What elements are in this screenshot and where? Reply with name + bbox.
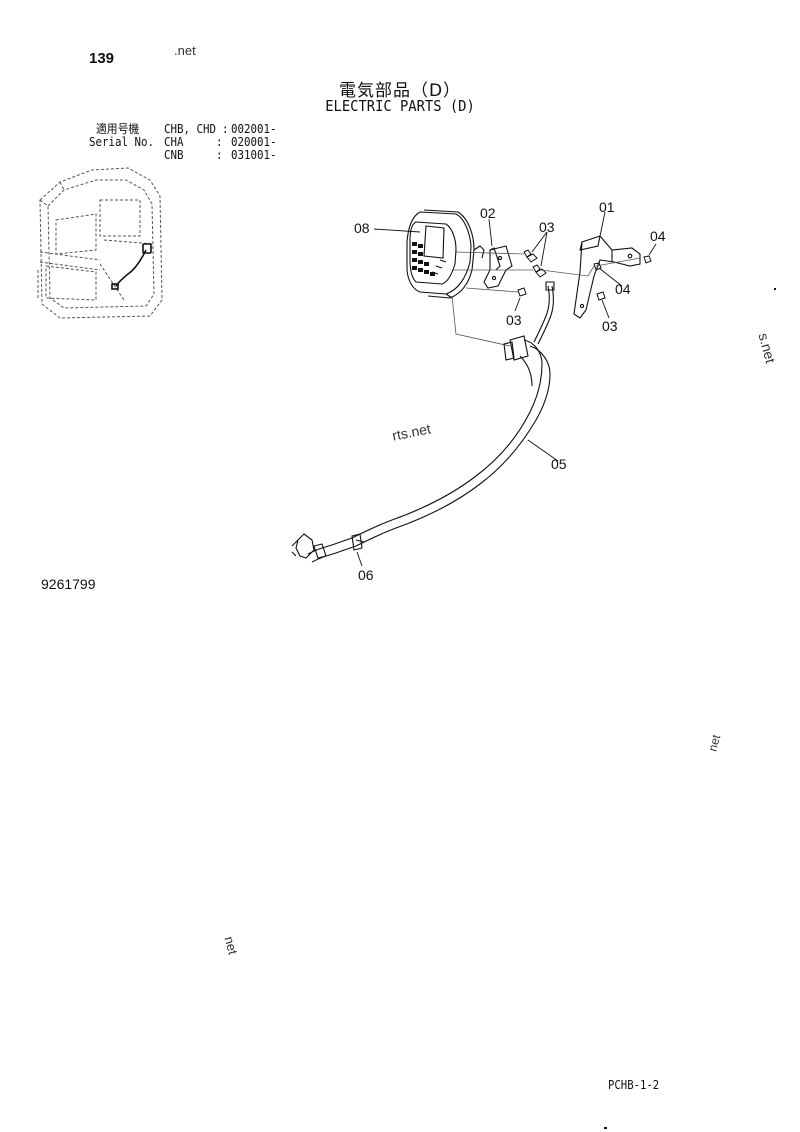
leader-lines [356, 211, 657, 567]
nut-04 [593, 262, 602, 271]
harness-05 [291, 281, 555, 563]
serial-from: 020001- [231, 135, 277, 149]
page-title-japanese: 電気部品（D） [338, 81, 462, 101]
page-title: ELECTRIC PARTS (D) [325, 97, 475, 115]
page-number: 139 [89, 50, 115, 67]
serial-separator: : [222, 122, 229, 136]
monitor-buttons [412, 242, 435, 276]
callout-01: 01 [599, 199, 615, 215]
callout-08: 08 [354, 220, 370, 236]
callout-labels: 08 02 03 03 01 04 04 03 03 05 06 [354, 199, 666, 583]
cab-location-sketch [37, 167, 163, 319]
bolt-03 [532, 264, 547, 278]
alignment-lines [451, 251, 641, 347]
serial-model: CNB [164, 148, 184, 162]
serial-model: CHB, CHD [164, 122, 217, 136]
bolt-03 [517, 287, 527, 297]
callout-03: 03 [539, 219, 555, 235]
serial-separator: : [216, 135, 223, 149]
bolt-03 [523, 249, 538, 263]
callout-04: 04 [650, 228, 666, 244]
bracket-01 [573, 235, 641, 319]
serial-from: 002001- [231, 122, 277, 136]
serial-label: Serial No. [89, 135, 155, 149]
edge-marks [604, 288, 776, 1129]
serial-from: 031001- [231, 148, 277, 162]
callout-05: 05 [551, 456, 567, 472]
serial-label-japanese: 適用号機 [96, 122, 140, 136]
serial-separator: : [216, 148, 223, 162]
callout-03: 03 [602, 318, 618, 334]
serial-model: CHA [164, 135, 184, 149]
callout-04: 04 [615, 281, 631, 297]
bolt-03 [596, 291, 606, 301]
callout-03: 03 [506, 312, 522, 328]
nut-04 [643, 255, 652, 264]
callout-06: 06 [358, 567, 374, 583]
bracket-02 [483, 245, 513, 289]
clamp-06 [351, 533, 365, 551]
drawing-number: 9261799 [41, 576, 96, 592]
watermark-text: .net [174, 43, 196, 58]
callout-02: 02 [480, 205, 496, 221]
sheet-code: PCHB-1-2 [608, 1077, 660, 1092]
cab-harness-highlight [111, 243, 152, 290]
